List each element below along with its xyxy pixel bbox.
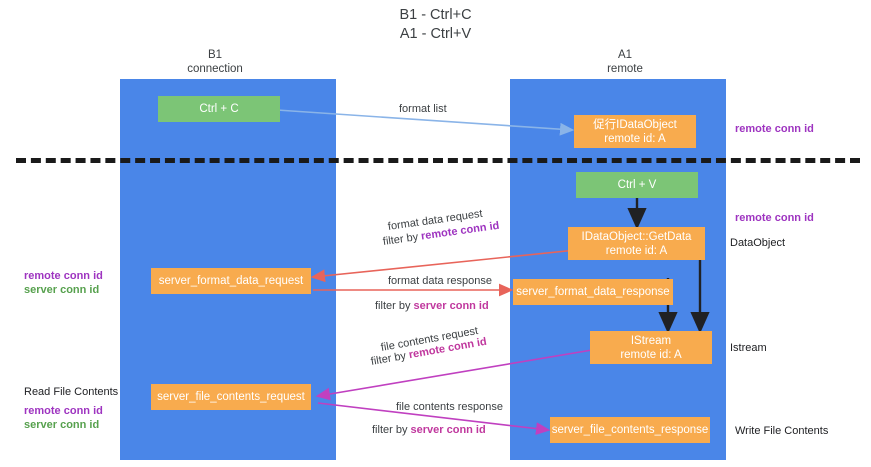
node-istream[interactable]: IStream remote id: A	[590, 331, 712, 364]
node-server-format-data-response[interactable]: server_format_data_response	[513, 279, 673, 305]
note-left-server-conn-id: server conn id	[24, 284, 100, 296]
edge-label-file-contents-response-filter: filter by server conn id	[372, 423, 486, 437]
note-right-remote-conn-id-top: remote conn id	[735, 123, 814, 135]
column-header-a1: A1 remote	[607, 49, 643, 75]
filter-key-server-conn-id-2: server conn id	[410, 424, 486, 436]
note-left-read-file-contents: Read File Contents	[24, 386, 119, 398]
node-server-format-data-request[interactable]: server_format_data_request	[151, 268, 311, 294]
filter-prefix-3: filter by	[369, 349, 410, 368]
note-right-write-file-contents: Write File Contents	[735, 425, 829, 437]
node-ctrl-c[interactable]: Ctrl + C	[158, 96, 280, 122]
node-ctrl-v[interactable]: Ctrl + V	[576, 172, 698, 198]
note-left-server-conn-id-2: server conn id	[24, 419, 100, 431]
edge-label-format-data-response: format data response	[388, 275, 492, 287]
note-right-istream: Istream	[730, 342, 767, 354]
note-left-remote-conn-id-2: remote conn id	[24, 405, 103, 417]
node-idataobject-getdata[interactable]: IDataObject::GetData remote id: A	[568, 227, 705, 260]
node-server-file-contents-response[interactable]: server_file_contents_response	[550, 417, 710, 443]
edge-label-format-list: format list	[399, 103, 447, 115]
filter-prefix: filter by	[382, 230, 422, 248]
node-server-file-contents-request[interactable]: server_file_contents_request	[151, 384, 311, 410]
node-idataobject[interactable]: 促行IDataObject remote id: A	[574, 115, 696, 148]
note-right-dataobject: DataObject	[730, 237, 786, 249]
section-divider	[16, 158, 860, 163]
filter-prefix-2: filter by	[375, 300, 414, 312]
note-right-remote-conn-id-mid: remote conn id	[735, 212, 814, 224]
edge-label-format-data-response-filter: filter by server conn id	[375, 299, 489, 313]
filter-prefix-4: filter by	[372, 424, 411, 436]
column-header-b1: B1 connection	[187, 49, 243, 75]
filter-key-server-conn-id: server conn id	[413, 300, 489, 312]
page-title: B1 - Ctrl+C A1 - Ctrl+V	[399, 7, 472, 42]
note-left-remote-conn-id: remote conn id	[24, 270, 103, 282]
edge-label-file-contents-response: file contents response	[396, 401, 504, 413]
